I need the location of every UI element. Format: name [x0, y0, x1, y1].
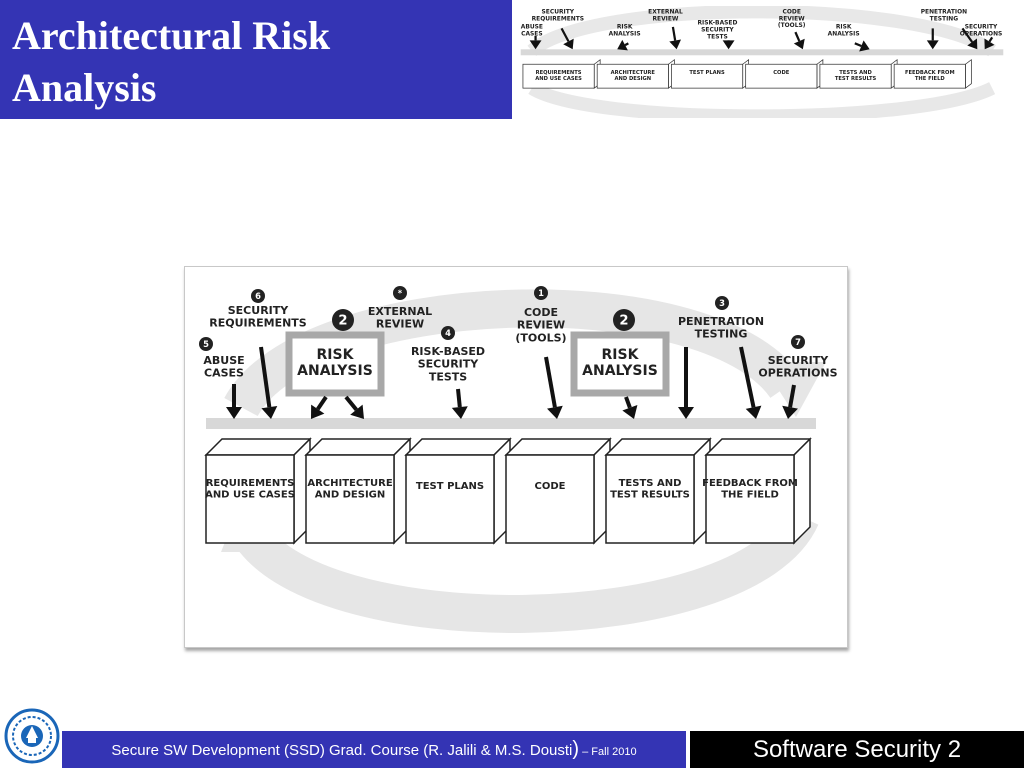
- thumb-arrow: [854, 40, 870, 52]
- university-logo: [4, 708, 60, 764]
- thumb-phase-label: TEST PLANS: [689, 70, 725, 76]
- svg-text:2: 2: [619, 313, 628, 328]
- thumb-phase-label: CODE: [773, 70, 790, 76]
- thumb-arrow: [529, 35, 542, 50]
- svg-text:5: 5: [203, 339, 209, 349]
- footer-slide-label: Software Security 2: [690, 731, 1024, 768]
- thumb-arrow: [669, 26, 682, 50]
- badge-risk-analysis: 2: [613, 309, 635, 331]
- thumb-arrow: [961, 27, 978, 50]
- badge-risk-based-tests: 4: [441, 326, 455, 340]
- phase-label: CODE: [535, 481, 566, 492]
- footer-course-text: Secure SW Development (SSD) Grad. Course…: [111, 742, 573, 759]
- arrow-security-requirements: [259, 346, 278, 419]
- badge-external-review: *: [393, 286, 407, 300]
- arrow-penetration-testing-a: [678, 347, 694, 419]
- badge-abuse-cases: 5: [199, 337, 213, 351]
- svg-text:3: 3: [719, 298, 725, 308]
- arrow-code-review: [544, 356, 563, 419]
- footer-term: – Fall 2010: [579, 746, 637, 758]
- phase-box: CODE: [504, 437, 612, 545]
- badge-risk-analysis: 2: [332, 309, 354, 331]
- arrow-risk-based-tests: [451, 388, 468, 419]
- thumb-phase-box: CODE: [745, 59, 824, 89]
- thumb-band: [520, 49, 1004, 56]
- thumb-cycle-bottom: [528, 82, 996, 118]
- cycle-arrow-bottom: [229, 507, 819, 633]
- svg-text:7: 7: [795, 337, 801, 347]
- thumb-arrow: [722, 40, 735, 50]
- thumb-cycle-top: [527, 6, 996, 57]
- badge-security-requirements: 6: [251, 289, 265, 303]
- svg-text:*: *: [398, 288, 403, 298]
- arrow-penetration-testing-b: [739, 346, 762, 419]
- footer-slide-label-text: Software Security 2: [752, 736, 962, 763]
- footer-course: Secure SW Development (SSD) Grad. Course…: [62, 731, 686, 768]
- badge-code-review: 1: [534, 286, 548, 300]
- lifecycle-band: [206, 418, 816, 429]
- arrow-risk-analysis-left: [311, 395, 328, 419]
- slide-title: Architectural Risk Analysis: [12, 13, 331, 110]
- svg-text:1: 1: [538, 288, 544, 298]
- arrow-risk-analysis-right: [344, 395, 364, 419]
- thumb-phase-box: TEST PLANS: [671, 59, 750, 89]
- footer-paren: ): [572, 738, 580, 760]
- svg-text:2: 2: [338, 313, 347, 328]
- arrow-security-operations: [782, 384, 798, 419]
- phase-label: TEST PLANS: [416, 481, 484, 492]
- svg-text:6: 6: [255, 291, 261, 301]
- arrow-abuse-cases: [226, 384, 242, 419]
- badge-penetration-testing: 3: [715, 296, 729, 310]
- thumb-arrow: [793, 31, 805, 50]
- thumb-arrow: [617, 39, 629, 51]
- thumb-arrow: [984, 36, 995, 50]
- arrow-risk-analysis-tests: [622, 396, 638, 419]
- thumb-arrow: [926, 28, 939, 50]
- phase-box: TEST PLANS: [404, 437, 512, 545]
- thumb-arrow: [560, 27, 574, 50]
- title-box: Architectural Risk Analysis: [0, 0, 512, 119]
- svg-text:4: 4: [445, 328, 451, 338]
- badge-security-operations: 7: [791, 335, 805, 349]
